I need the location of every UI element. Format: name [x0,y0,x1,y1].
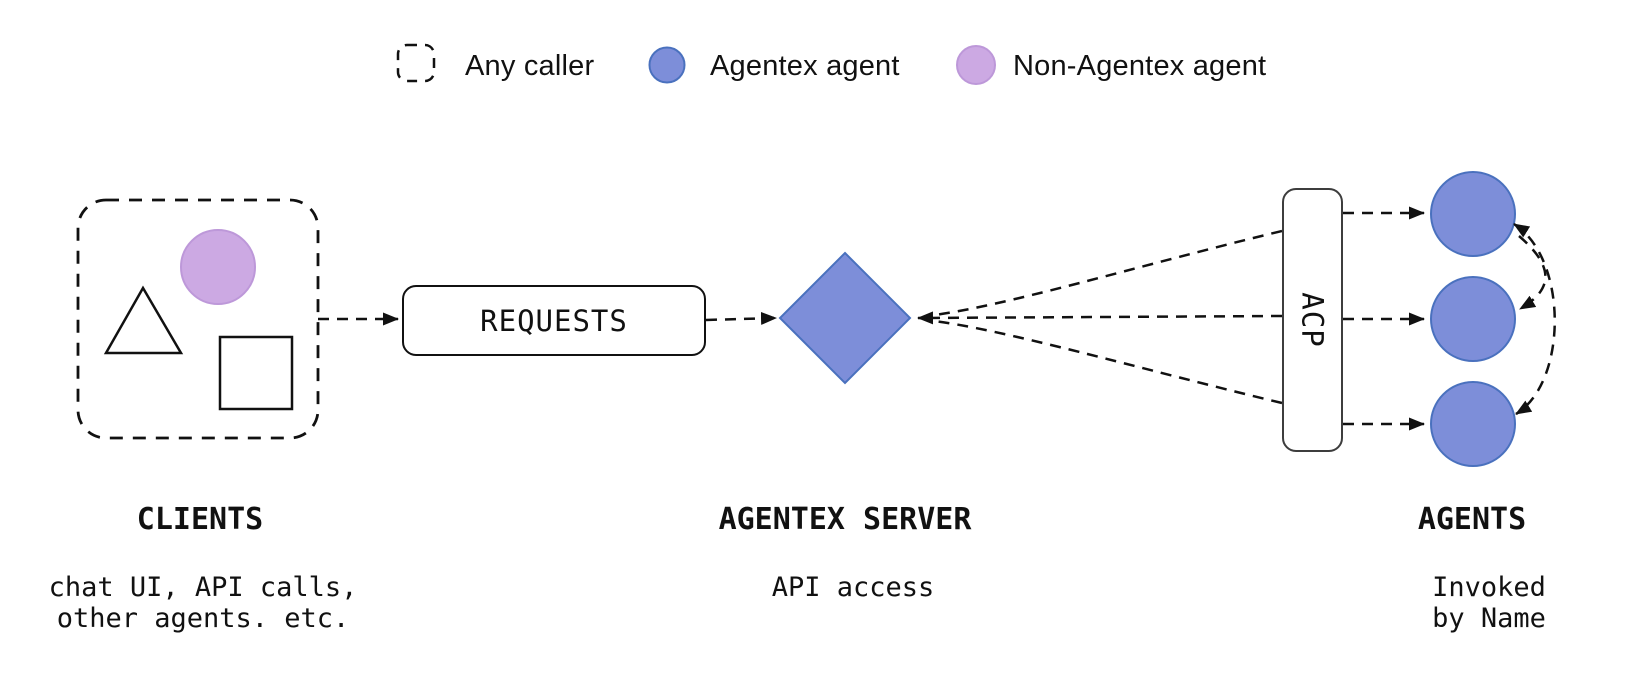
client-triangle-shape [103,285,184,355]
server-title: AGENTEX SERVER [718,502,972,537]
clients-boundary-box [76,198,320,440]
curve-agent-top-to-middle [1518,235,1547,311]
acp-node-label: ACP [1295,292,1330,348]
curve-acp-to-server-middle [917,311,1283,325]
legend-label-any-caller: Any caller [465,50,595,82]
server-caption: API access [771,572,935,603]
requests-node-label: REQUESTS [480,303,628,338]
clients-caption: chat UI, API calls, other agents. etc. [49,572,358,634]
agents-title: AGENTS [1417,502,1527,537]
acp-node: ACP [1282,188,1343,452]
arrow-requests-to-server [705,311,777,325]
legend-label-agentex-agent: Agentex agent [710,50,900,82]
clients-caption-line2: other agents. etc. [56,603,350,634]
agentex-agent-icon [648,46,686,84]
legend-label-non-agentex-agent: Non-Agentex agent [1013,50,1267,82]
server-diamond [778,251,912,385]
agent-circle-1 [1430,171,1516,257]
requests-node: REQUESTS [402,285,706,356]
agent-circle-2 [1430,276,1516,362]
client-non-agentex-circle [180,229,256,305]
non-agentex-agent-icon [956,45,996,85]
agent-circle-3 [1430,381,1516,467]
dashed-square-icon [396,43,436,83]
curve-agent-bottom-to-top [1513,222,1556,416]
curve-acp-to-server-top [925,229,1283,318]
clients-caption-line1: chat UI, API calls, [48,572,358,603]
agents-caption: Invoked by Name [1432,572,1546,634]
curve-acp-to-server-bottom [925,318,1283,405]
clients-title: CLIENTS [136,502,264,537]
client-square-shape [218,335,294,411]
